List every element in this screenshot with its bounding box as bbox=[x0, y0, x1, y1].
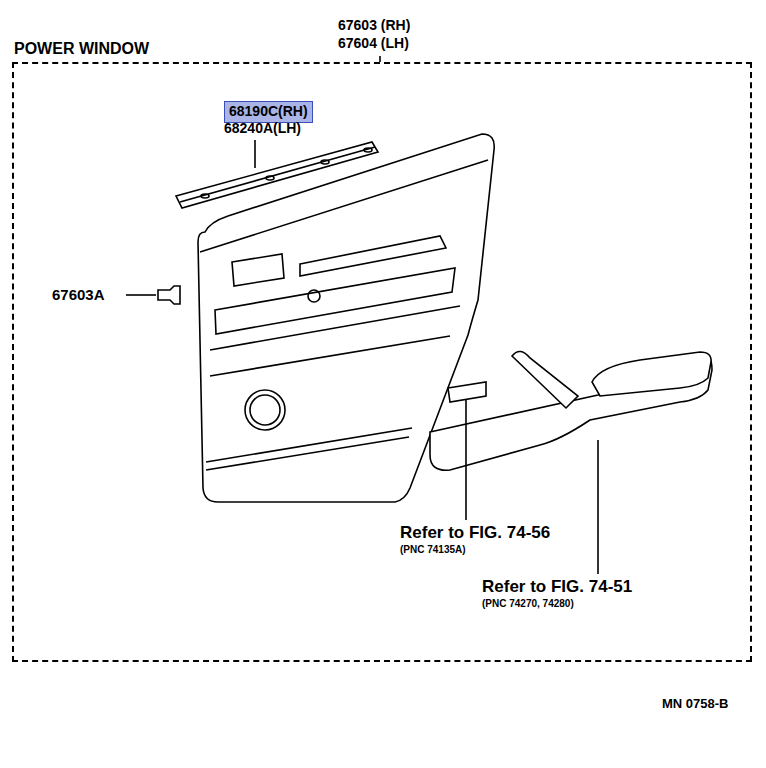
speaker-grille bbox=[250, 395, 280, 425]
belt-weatherstrip bbox=[176, 142, 378, 208]
panel-line bbox=[180, 147, 375, 202]
panel-line bbox=[300, 236, 446, 276]
strip-clip bbox=[201, 194, 209, 198]
pnc-reference: (PNC 74270, 74280) bbox=[482, 598, 574, 609]
pull-pocket bbox=[215, 268, 455, 334]
part-number: 67604 (LH) bbox=[338, 36, 409, 51]
panel-line bbox=[206, 437, 409, 470]
leader-line bbox=[254, 140, 256, 168]
armrest-pad bbox=[592, 352, 711, 396]
armrest-bracket bbox=[512, 351, 578, 408]
panel-line bbox=[210, 336, 450, 376]
part-number: 68240A(LH) bbox=[224, 121, 301, 136]
door-trim-drawing bbox=[126, 56, 712, 574]
part-number: 67603 (RH) bbox=[338, 18, 410, 33]
strip-clip bbox=[364, 148, 372, 152]
panel-line bbox=[200, 160, 488, 252]
panel-line bbox=[206, 428, 412, 462]
handle-recess bbox=[232, 254, 284, 286]
figure-reference: Refer to FIG. 74-56 bbox=[400, 524, 550, 543]
speaker-grille bbox=[245, 390, 285, 430]
part-number: 67603A bbox=[52, 287, 105, 304]
panel-hole bbox=[308, 290, 320, 302]
pnc-reference: (PNC 74135A) bbox=[400, 544, 466, 555]
strip-clip bbox=[266, 176, 274, 180]
strip-clip bbox=[321, 160, 329, 164]
leader-line bbox=[597, 440, 599, 574]
diagram-code: MN 0758-B bbox=[662, 697, 728, 711]
leader-line bbox=[465, 400, 467, 520]
dashed-group-frame: POWER WINDOW68190C(RH) bbox=[12, 62, 752, 662]
part-number: 68190C(RH) bbox=[229, 104, 308, 119]
highlighted-part-number: 68190C(RH) bbox=[224, 101, 313, 123]
switch-bracket bbox=[448, 382, 486, 402]
group-heading: POWER WINDOW bbox=[14, 40, 149, 58]
figure-reference: Refer to FIG. 74-51 bbox=[482, 578, 632, 597]
trim-clip bbox=[158, 286, 180, 304]
leader-line bbox=[126, 294, 156, 296]
panel-line bbox=[210, 306, 460, 350]
